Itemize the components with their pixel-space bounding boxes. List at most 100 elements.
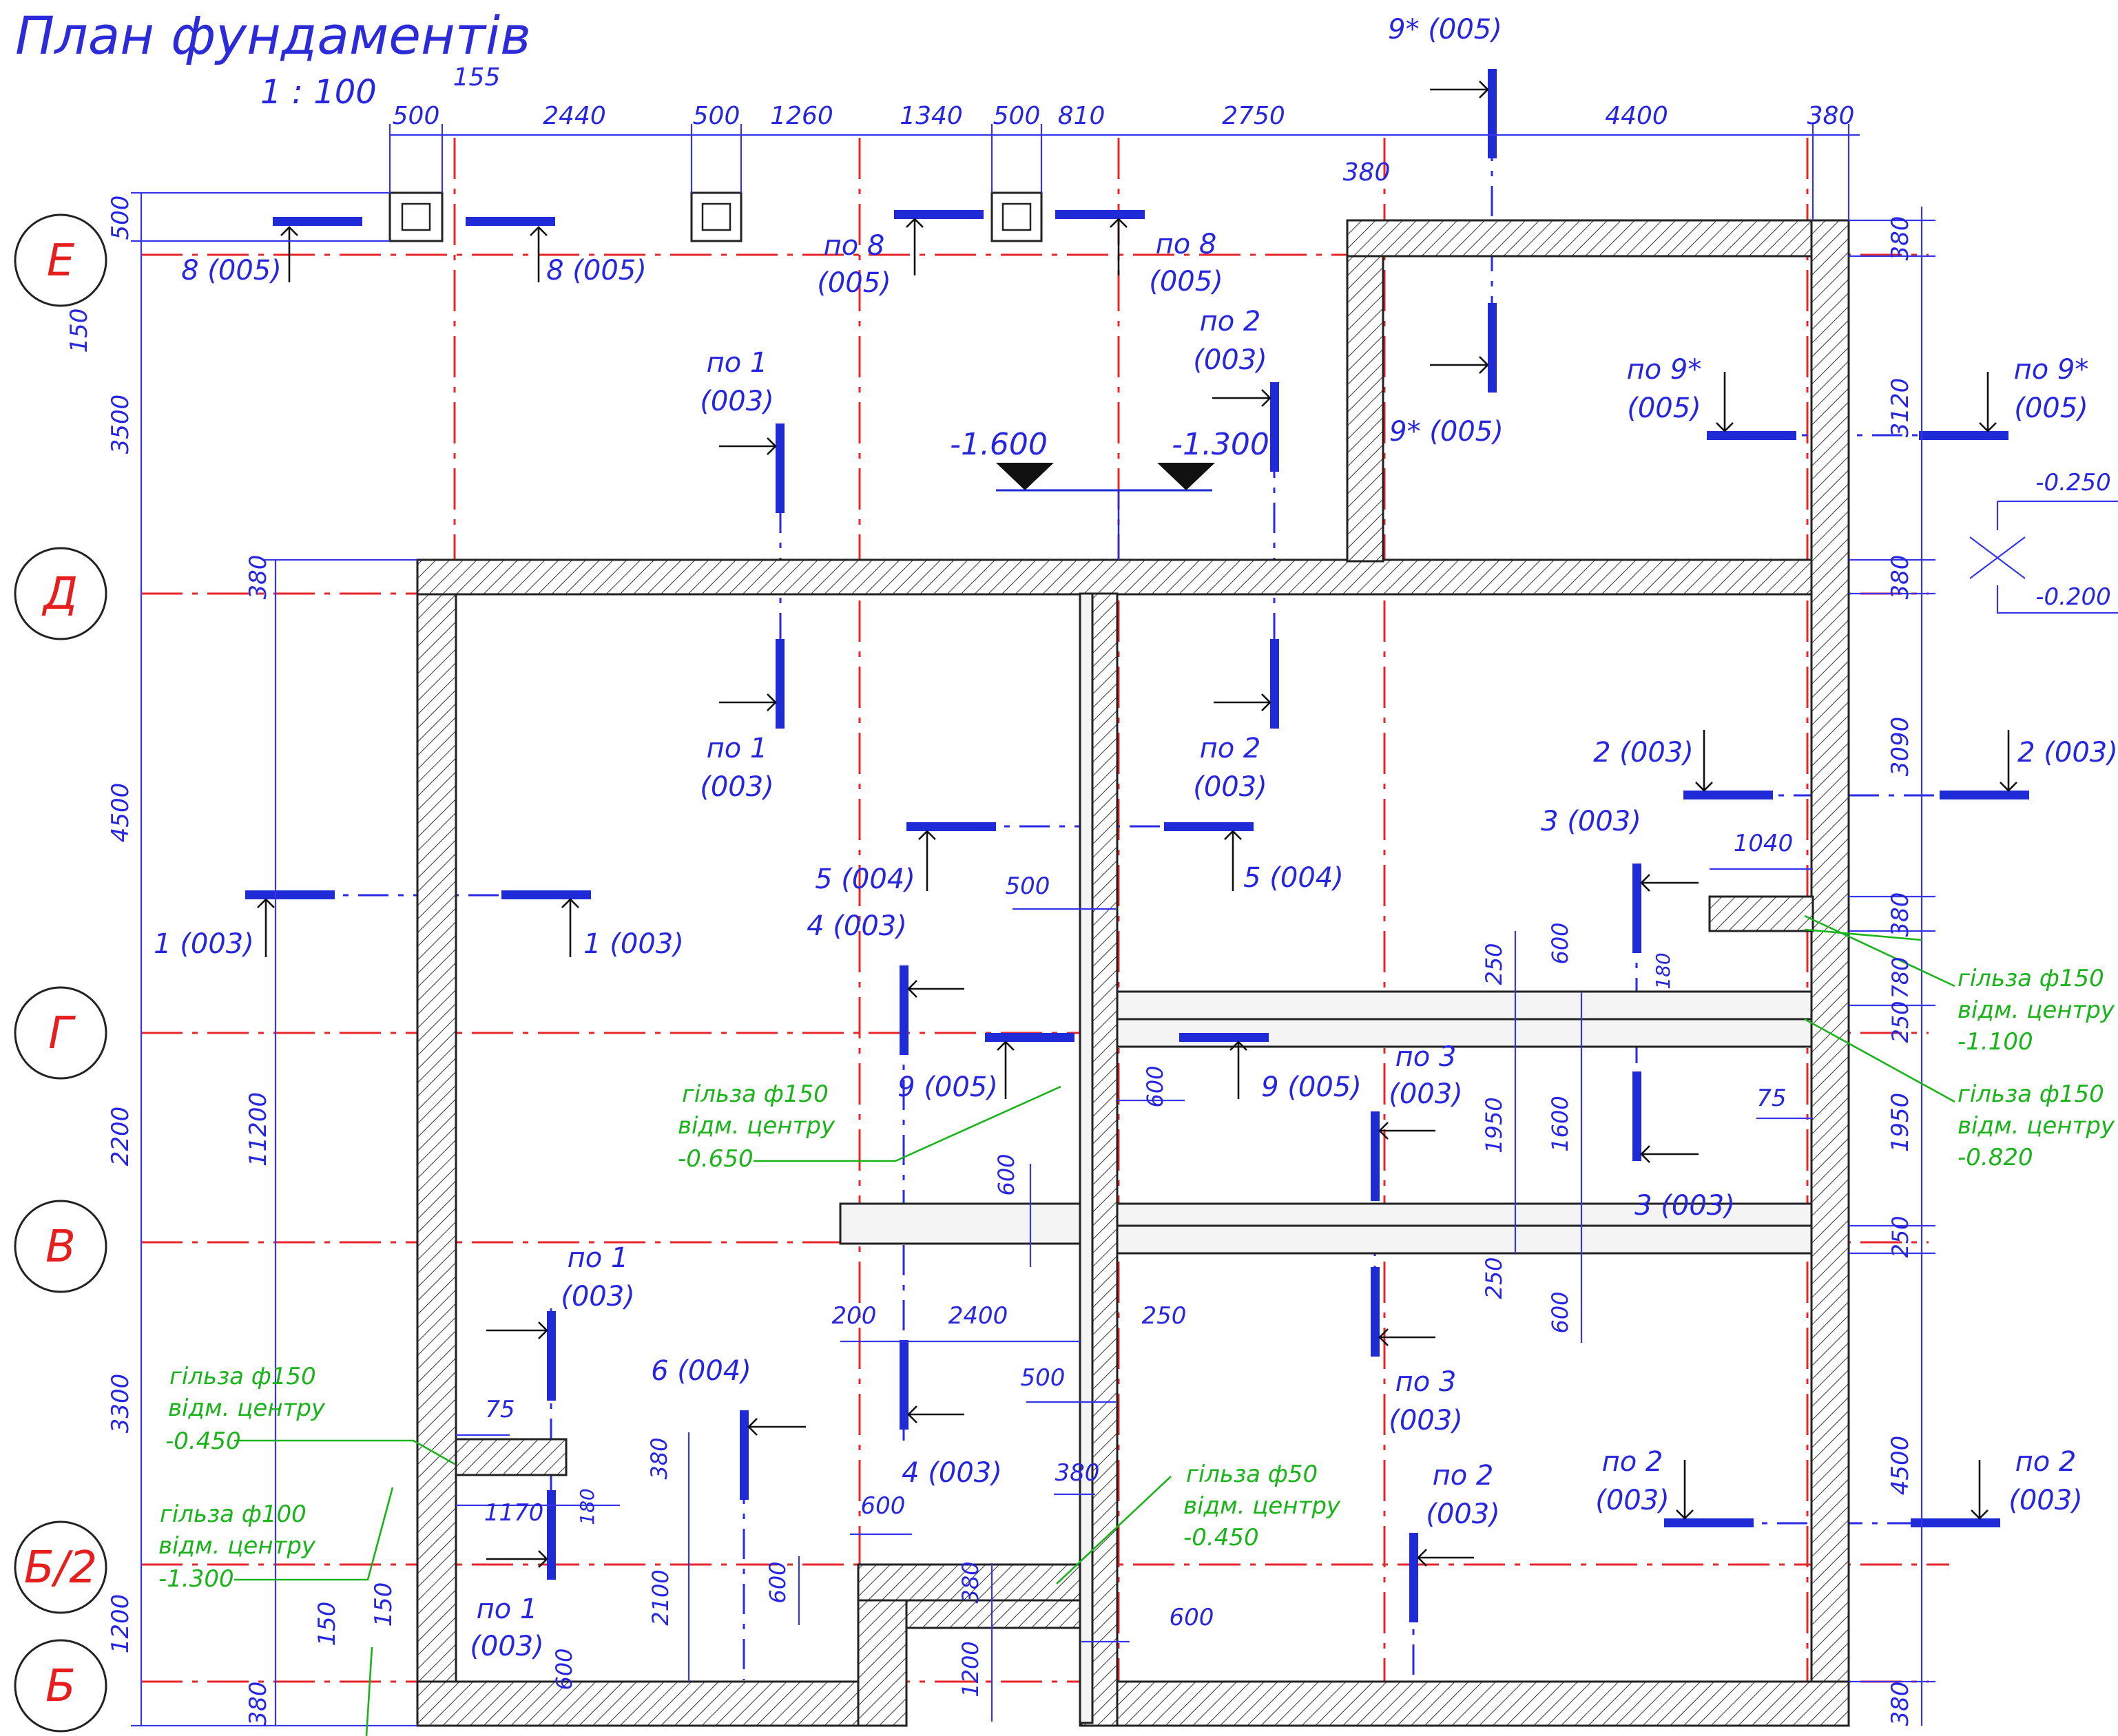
note-line: -0.450 [165, 1428, 241, 1455]
leader-line [234, 1439, 455, 1465]
section-bar [1940, 791, 2029, 799]
elevation-text: -1.600 [950, 427, 1048, 462]
section-label: (003) [1389, 1078, 1463, 1110]
elevation-triangle [996, 463, 1054, 490]
dim-text: 1950 [1481, 1097, 1507, 1153]
section-bar [1632, 864, 1641, 953]
section-label: 4 (003) [902, 1457, 1002, 1489]
leader-line [234, 1487, 394, 1581]
wall [416, 1680, 860, 1727]
elevation-text: -1.300 [1172, 427, 1269, 462]
section-bar [1164, 822, 1254, 831]
arrow [907, 980, 964, 998]
leader-line [1056, 1476, 1172, 1585]
section-bar [776, 639, 785, 729]
dim-text: 600 [1142, 1065, 1168, 1107]
wall [857, 1563, 1083, 1602]
section-bar [1270, 382, 1279, 472]
arrow [486, 1550, 548, 1568]
section-bar [1270, 639, 1279, 729]
section-bar [466, 217, 555, 226]
dimensions-left: 500 150 3500 380 4500 2200 3300 1200 150… [65, 196, 397, 1726]
section-bar [1488, 303, 1497, 393]
dim-text: 155 [453, 63, 501, 92]
section-bar [985, 1033, 1074, 1042]
note-line: відм. центру [158, 1532, 316, 1560]
dim-text: 600 [993, 1153, 1019, 1195]
note-line: гільза ф150 [1958, 1080, 2104, 1108]
leader-line [1804, 1018, 1955, 1103]
dim-text: 250 [1142, 1302, 1187, 1330]
note-line: -0.650 [678, 1145, 754, 1173]
leader-line [365, 1646, 373, 1736]
section-bar [1055, 210, 1145, 219]
section-mark-labels: 8 (005) 8 (005) по 8 (005) по 8 (005) 9*… [154, 14, 2118, 1662]
dim-text: 380 [1343, 158, 1391, 187]
section-label: (003) [1193, 344, 1267, 376]
dim-text: 2400 [948, 1302, 1008, 1330]
dim-text: 810 [1058, 102, 1105, 130]
section-bar [1911, 1518, 2000, 1527]
wall [1346, 219, 1384, 563]
slab [1116, 1224, 1813, 1255]
section-label: по 2 [2015, 1446, 2077, 1478]
note-line: гільза ф100 [160, 1500, 307, 1528]
section-label: (005) [2014, 393, 2088, 424]
arrow [1979, 372, 1997, 432]
arrow [1110, 218, 1128, 275]
arrow [1695, 730, 1713, 792]
dim-text: 3090 [1887, 717, 1914, 777]
section-label: 5 (004) [1243, 862, 1344, 894]
section-label: (005) [1149, 266, 1223, 297]
section-label: по 2 [1433, 1460, 1494, 1492]
dim-text: 150 [370, 1582, 397, 1627]
axis-label-E: Е [47, 236, 75, 286]
arrow [1430, 356, 1489, 374]
leader-line [1804, 928, 1922, 941]
section-bar [776, 423, 785, 513]
leader-line [754, 1085, 1061, 1162]
dim-text: 380 [1887, 1682, 1914, 1726]
slab [1116, 1202, 1813, 1227]
arrow [997, 1040, 1015, 1099]
axis-label-B2: Б/2 [24, 1542, 97, 1593]
section-label: по 1 [707, 733, 768, 764]
dim-text: 380 [1055, 1459, 1100, 1487]
elevation-marker-right [1969, 500, 2118, 614]
dim-text: 600 [1547, 1291, 1573, 1333]
section-bar [1664, 1518, 1754, 1527]
section-label: 2 (003) [1593, 737, 1694, 768]
dim-text: 4500 [107, 783, 134, 843]
dim-text: 380 [1887, 555, 1914, 600]
section-label: 9 (005) [1261, 1071, 1362, 1103]
section-bar [547, 1311, 556, 1401]
section-bar [1707, 431, 1796, 440]
section-bar [547, 1490, 556, 1580]
note-line: гільза ф150 [682, 1080, 829, 1108]
section-bar [1919, 431, 2008, 440]
strip-slabs [839, 592, 1813, 1724]
dim-text: 1950 [1887, 1093, 1914, 1153]
dim-text: 500 [993, 102, 1041, 130]
arrow [1640, 1145, 1699, 1163]
note-line: -0.450 [1183, 1524, 1259, 1551]
dim-text: 250 [1887, 1215, 1913, 1257]
dim-text: 380 [957, 1561, 984, 1603]
note-line: гільза ф50 [1186, 1461, 1318, 1488]
elevation-text: -0.200 [2035, 583, 2111, 611]
arrow [719, 693, 777, 711]
section-label: 9* (005) [1389, 416, 1504, 448]
dim-text: 1040 [1734, 830, 1794, 857]
section-label: по 1 [568, 1242, 629, 1274]
dim-text: 75 [1756, 1085, 1786, 1112]
dim-text: 1260 [770, 102, 833, 130]
dimensions-top: 500 155 2440 500 1260 1340 500 810 2750 … [393, 63, 1855, 187]
dim-text: 380 [1887, 892, 1914, 937]
arrow [486, 1321, 548, 1339]
note-line: гільза ф150 [1958, 965, 2104, 992]
section-bar [1683, 791, 1773, 799]
axis-bubble-G [14, 986, 107, 1080]
axis-label-V: В [45, 1222, 76, 1273]
axis-bubble-B2 [14, 1520, 107, 1614]
